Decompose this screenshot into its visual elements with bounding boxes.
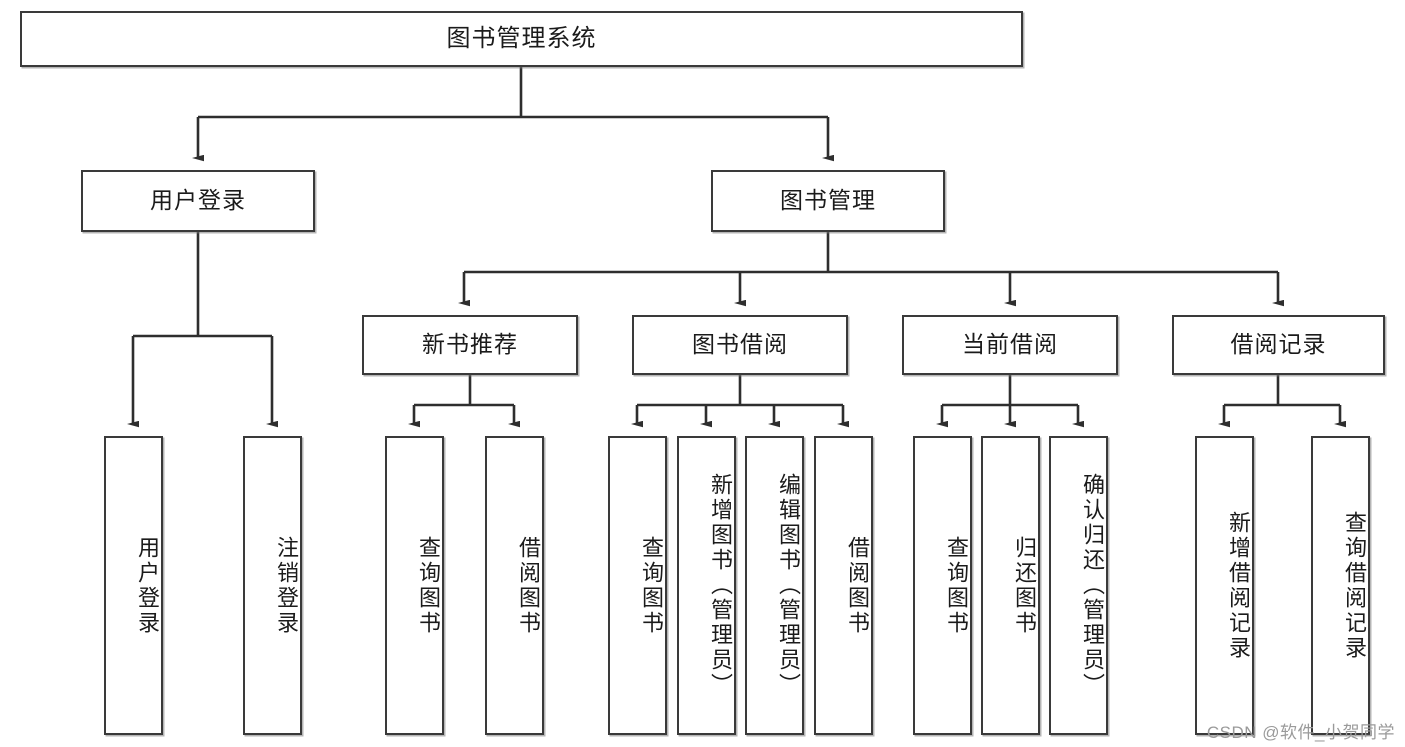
leaf-logout[interactable]: 注销登录 bbox=[243, 436, 302, 735]
leaf-borrow-book[interactable]: 借阅图书 bbox=[814, 436, 873, 735]
node-new-book-recommend[interactable]: 新书推荐 bbox=[362, 315, 578, 375]
node-book-management[interactable]: 图书管理 bbox=[711, 170, 945, 232]
leaf-query-book-recommend[interactable]: 查询图书 bbox=[385, 436, 444, 735]
leaf-query-book-borrow[interactable]: 查询图书 bbox=[608, 436, 667, 735]
node-user-login[interactable]: 用户登录 bbox=[81, 170, 315, 232]
leaf-confirm-return-admin[interactable]: 确认归还（管理员） bbox=[1049, 436, 1108, 735]
leaf-return-book[interactable]: 归还图书 bbox=[981, 436, 1040, 735]
leaf-user-login[interactable]: 用户登录 bbox=[104, 436, 163, 735]
node-current-borrow[interactable]: 当前借阅 bbox=[902, 315, 1118, 375]
node-borrow-record[interactable]: 借阅记录 bbox=[1172, 315, 1385, 375]
leaf-add-book-admin[interactable]: 新增图书（管理员） bbox=[677, 436, 736, 735]
leaf-borrow-book-recommend[interactable]: 借阅图书 bbox=[485, 436, 544, 735]
leaf-query-borrow-record[interactable]: 查询借阅记录 bbox=[1311, 436, 1370, 735]
leaf-add-borrow-record[interactable]: 新增借阅记录 bbox=[1195, 436, 1254, 735]
node-book-borrow[interactable]: 图书借阅 bbox=[632, 315, 848, 375]
leaf-query-book-current[interactable]: 查询图书 bbox=[913, 436, 972, 735]
node-root-system[interactable]: 图书管理系统 bbox=[20, 11, 1023, 67]
watermark-text: CSDN @软件_小贺同学 bbox=[1206, 723, 1395, 742]
leaf-edit-book-admin[interactable]: 编辑图书（管理员） bbox=[745, 436, 804, 735]
